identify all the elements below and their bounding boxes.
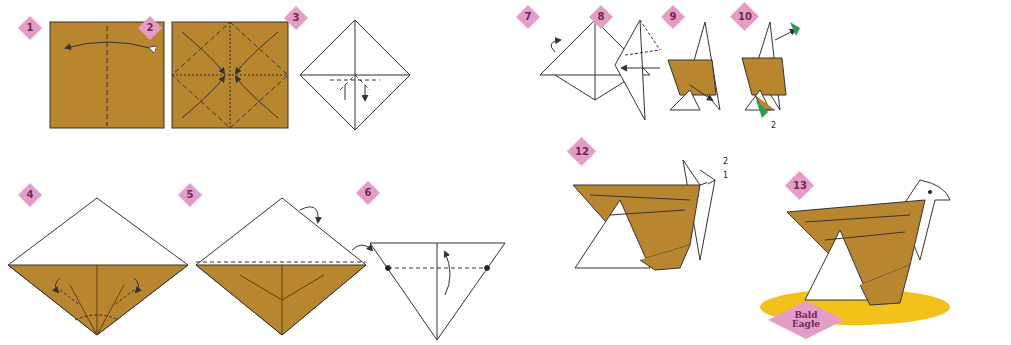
step-number: 9 — [670, 12, 677, 23]
step-number: 3 — [293, 13, 300, 24]
callout-number: 2 — [722, 158, 729, 166]
step-number: 6 — [365, 188, 372, 199]
step-number-diamond: 3 — [284, 6, 308, 30]
step-number-diamond: 5 — [178, 183, 202, 207]
step-number-diamond: 6 — [356, 181, 380, 205]
title-diamond: Bald Eagle — [768, 301, 844, 339]
step-number-diamond: 12 — [567, 137, 596, 166]
step-number: 12 — [575, 147, 589, 158]
title-text: Bald Eagle — [786, 311, 826, 330]
step-number: 5 — [187, 190, 194, 201]
step-number-diamond: 10 — [730, 2, 759, 31]
step-number-diamond: 4 — [18, 183, 42, 207]
step-number: 1 — [27, 23, 34, 34]
step-number: 2 — [147, 23, 154, 34]
step-number-diamond: 1 — [18, 16, 42, 40]
step-number-diamond: 9 — [661, 5, 685, 29]
step-number: 4 — [27, 190, 34, 201]
callout-number: 1 — [722, 172, 729, 180]
step-number: 8 — [598, 12, 605, 23]
step-number: 13 — [793, 181, 807, 192]
step-number: 7 — [525, 12, 532, 23]
step-number-diamond: 13 — [785, 171, 814, 200]
step-number-diamond: 7 — [516, 5, 540, 29]
step-number-diamond: 8 — [589, 5, 613, 29]
step-number: 10 — [738, 12, 752, 23]
step-number-diamond: 2 — [138, 16, 162, 40]
callout-number: 2 — [770, 122, 777, 130]
